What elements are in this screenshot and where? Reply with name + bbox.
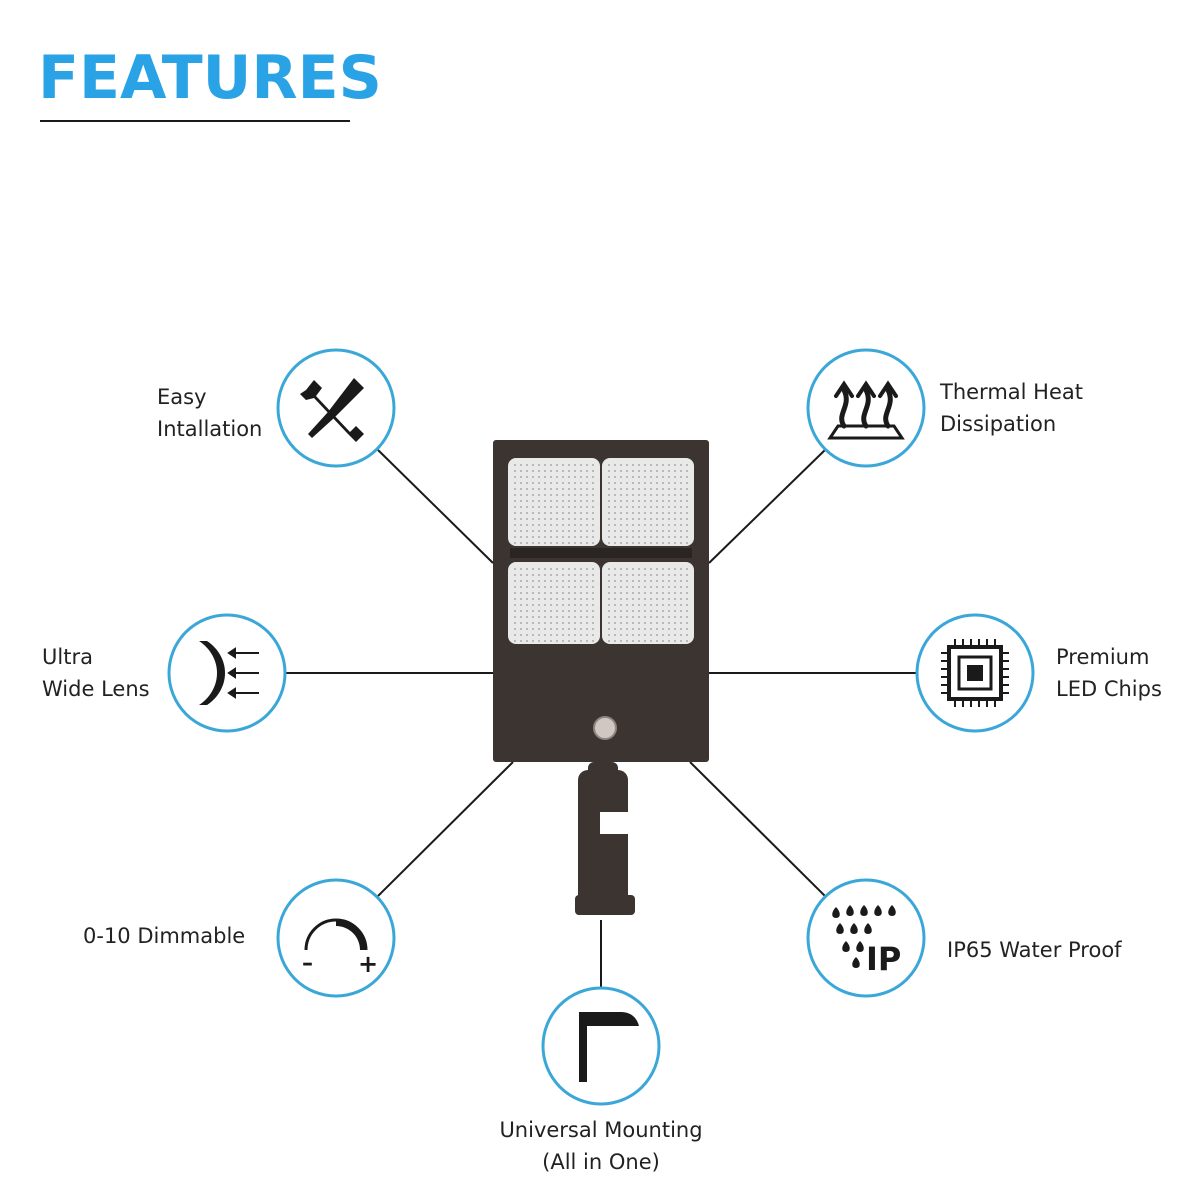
led-panel-bottom-right xyxy=(602,562,694,644)
dimmer-minus: – xyxy=(302,951,313,976)
page-title: FEATURES xyxy=(38,43,382,113)
mounting-slot xyxy=(600,812,634,834)
photocell-sensor xyxy=(593,716,617,740)
ip-text: IP xyxy=(866,940,901,978)
connector-easy-installation xyxy=(377,449,494,564)
label-dimmable: 0-10 Dimmable xyxy=(83,924,246,948)
mounting-arm xyxy=(578,770,628,910)
flood-light-fixture xyxy=(493,440,709,915)
label-ip65-water-proof: IP65 Water Proof xyxy=(947,938,1122,962)
label-thermal-heat-dissipation: Thermal Heat Dissipation xyxy=(940,380,1083,436)
label-universal-mounting: Universal Mounting (All in One) xyxy=(499,1118,703,1174)
mounting-knuckle xyxy=(588,762,618,786)
water-drops-ip-icon: IP xyxy=(832,905,901,978)
led-panel-top-left xyxy=(508,458,600,546)
connector-lines xyxy=(286,449,917,990)
dimmer-icon: – + xyxy=(302,918,378,978)
mounting-base xyxy=(575,895,635,915)
label-premium-led-chips: Premium LED Chips xyxy=(1056,645,1162,701)
connector-dimmable xyxy=(377,761,514,897)
feature-circle-thermal xyxy=(806,348,926,468)
fixture-fin-strip xyxy=(510,548,692,558)
dimmer-plus: + xyxy=(358,950,378,978)
wrench-screwdriver-icon xyxy=(300,378,364,442)
feature-circle-easy-installation xyxy=(276,348,396,468)
feature-circle-ip65: IP xyxy=(806,878,926,998)
feature-circle-dimmable: – + xyxy=(276,878,396,998)
heat-arrows-icon xyxy=(827,380,905,440)
label-easy-installation: Easy Intallation xyxy=(157,385,263,441)
connector-ip65 xyxy=(689,761,826,897)
feature-circle-mounting xyxy=(541,986,661,1106)
connector-thermal xyxy=(708,449,826,564)
label-ultra-wide-lens: Ultra Wide Lens xyxy=(42,645,150,701)
feature-circle-lens xyxy=(167,613,287,733)
title-underline xyxy=(40,120,350,122)
chip-icon xyxy=(941,639,1009,707)
lens-icon xyxy=(199,641,259,705)
led-panel-bottom-left xyxy=(508,562,600,644)
feature-circle-chips xyxy=(915,613,1035,733)
led-panel-top-right xyxy=(602,458,694,546)
pole-mount-icon xyxy=(579,1012,639,1082)
led-chip-grid xyxy=(514,464,688,642)
